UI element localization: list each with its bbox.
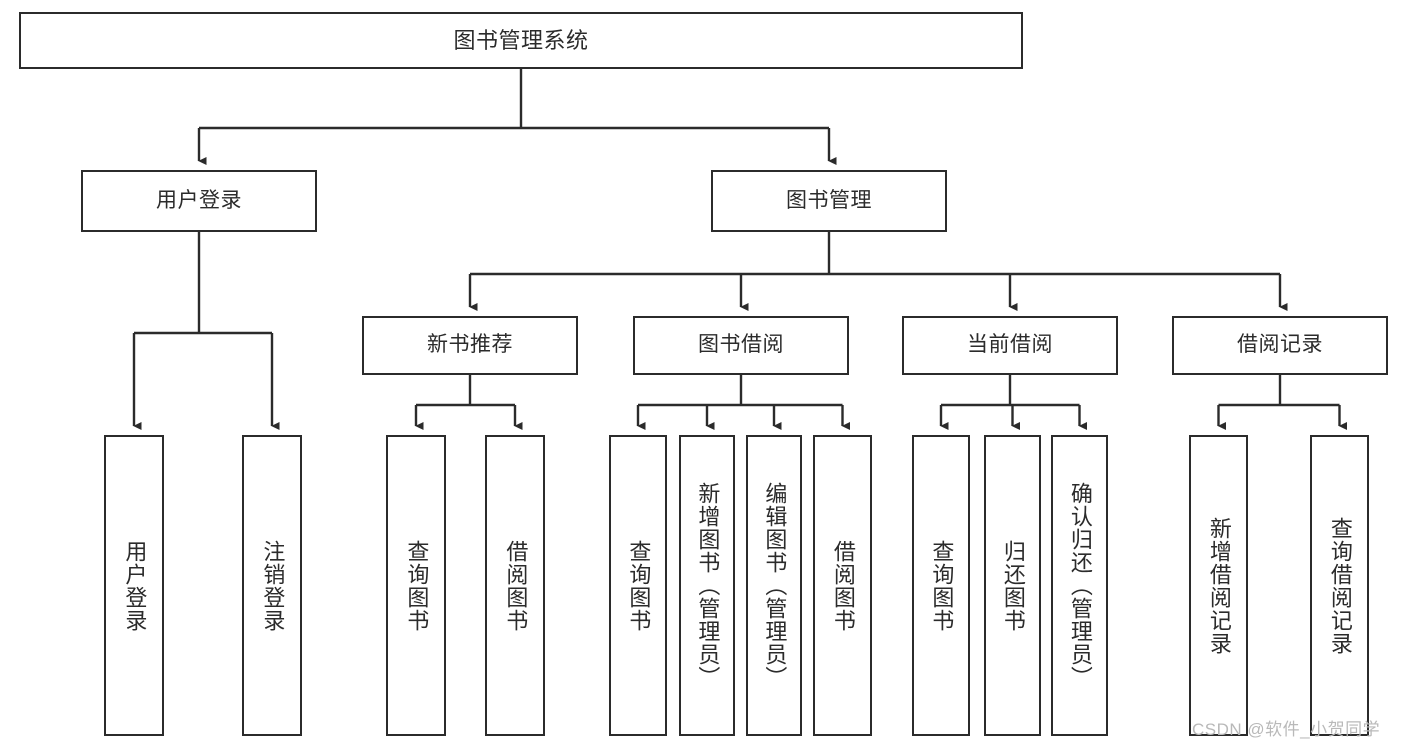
node-label: 借阅图书	[830, 539, 856, 632]
node-leaf-borrow-2[interactable]: 新增图书（管理员）	[679, 435, 735, 736]
node-record[interactable]: 借阅记录	[1172, 316, 1388, 375]
node-label: 编辑图书（管理员）	[762, 482, 788, 689]
node-label: 查询借阅记录	[1327, 516, 1353, 655]
node-label: 查询图书	[929, 539, 955, 632]
node-label: 用户登录	[156, 188, 242, 212]
node-leaf-cur-2[interactable]: 归还图书	[984, 435, 1041, 736]
node-newbook[interactable]: 新书推荐	[362, 316, 578, 375]
node-label: 注销登录	[260, 539, 286, 632]
node-label: 借阅图书	[503, 539, 529, 632]
node-label: 新增借阅记录	[1206, 516, 1232, 655]
node-label: 归还图书	[1000, 539, 1026, 632]
node-leaf-new-1[interactable]: 查询图书	[386, 435, 446, 736]
node-leaf-login-2[interactable]: 注销登录	[242, 435, 302, 736]
node-label: 借阅记录	[1237, 333, 1323, 357]
node-leaf-borrow-3[interactable]: 编辑图书（管理员）	[746, 435, 802, 736]
node-current[interactable]: 当前借阅	[902, 316, 1118, 375]
node-leaf-borrow-1[interactable]: 查询图书	[609, 435, 667, 736]
node-label: 图书管理	[786, 188, 872, 212]
node-bookmgmt[interactable]: 图书管理	[711, 170, 947, 232]
node-label: 查询图书	[626, 539, 652, 632]
node-leaf-rec-1[interactable]: 新增借阅记录	[1189, 435, 1248, 736]
node-label: 图书管理系统	[453, 27, 589, 53]
node-label: 当前借阅	[967, 333, 1053, 357]
node-label: 新增图书（管理员）	[695, 482, 721, 689]
node-label: 查询图书	[404, 539, 430, 632]
node-leaf-cur-1[interactable]: 查询图书	[912, 435, 970, 736]
node-label: 新书推荐	[427, 333, 513, 357]
node-borrow[interactable]: 图书借阅	[633, 316, 849, 375]
csdn-watermark: CSDN @软件_小贺同学	[1192, 720, 1381, 739]
node-leaf-rec-2[interactable]: 查询借阅记录	[1310, 435, 1369, 736]
node-login[interactable]: 用户登录	[81, 170, 317, 232]
node-leaf-borrow-4[interactable]: 借阅图书	[813, 435, 872, 736]
node-label: 用户登录	[122, 539, 148, 632]
node-root[interactable]: 图书管理系统	[19, 12, 1023, 69]
node-label: 确认归还（管理员）	[1067, 482, 1093, 689]
node-leaf-cur-3[interactable]: 确认归还（管理员）	[1051, 435, 1108, 736]
node-label: 图书借阅	[698, 333, 784, 357]
node-leaf-login-1[interactable]: 用户登录	[104, 435, 164, 736]
node-leaf-new-2[interactable]: 借阅图书	[485, 435, 545, 736]
